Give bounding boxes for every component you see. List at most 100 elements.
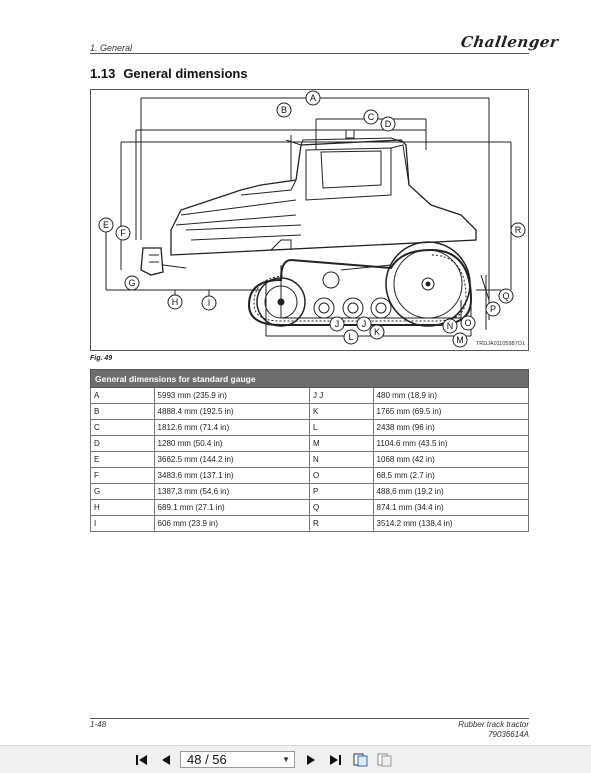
figure-caption: Fig. 49: [90, 355, 113, 362]
callout-f: F: [115, 225, 131, 241]
footer-divider: [90, 718, 529, 719]
dimension-value: 1068 mm (42 in): [372, 451, 530, 468]
dimension-value: 488,6 mm (19,2 in): [372, 483, 530, 500]
callout-d: D: [380, 116, 396, 132]
dimension-value: 3483.6 mm (137.1 in): [153, 467, 310, 484]
svg-text:A: A: [310, 93, 316, 103]
prev-page-icon[interactable]: [158, 753, 174, 767]
dimension-value: 5993 mm (235.9 in): [153, 387, 310, 404]
dimension-key: L: [308, 419, 374, 436]
callout-p: P: [485, 301, 501, 317]
callout-e: E: [98, 217, 114, 233]
dimension-key: P: [308, 483, 374, 500]
svg-text:K: K: [374, 327, 380, 337]
callout-b: B: [276, 102, 292, 118]
svg-text:R: R: [515, 225, 522, 235]
first-page-icon[interactable]: [134, 753, 150, 767]
svg-text:I: I: [208, 298, 211, 308]
callout-g: G: [124, 275, 140, 291]
dimension-value: 4888.4 mm (192.5 in): [153, 403, 310, 420]
dimension-value: 689.1 mm (27.1 in): [153, 499, 310, 516]
dimension-key: E: [90, 451, 155, 468]
dimension-value: 1387,3 mm (54,6 in): [153, 483, 310, 500]
svg-text:C: C: [368, 112, 375, 122]
svg-text:P: P: [490, 304, 496, 314]
next-page-icon[interactable]: [303, 753, 319, 767]
svg-text:J: J: [362, 319, 367, 329]
callout-k: K: [369, 324, 385, 340]
dimension-key: C: [90, 419, 155, 436]
dimension-key: M: [308, 435, 374, 452]
tractor-drawing: A B C D E F G H I J J K L M N O P Q R: [98, 90, 526, 348]
fit-page-icon[interactable]: [353, 753, 369, 767]
svg-text:D: D: [385, 119, 392, 129]
svg-text:L: L: [348, 332, 353, 342]
dimension-key: Q: [308, 499, 374, 516]
dimension-key: H: [90, 499, 155, 516]
dimension-value: 68.5 mm (2.7 in): [372, 467, 530, 484]
callout-o: O: [460, 315, 476, 331]
footer-product-info: Rubber track tractor 79036614A: [458, 720, 529, 740]
dimension-value: 874.1 mm (34.4 in): [372, 499, 530, 516]
dimension-value: 3514.2 mm (138,4 in): [372, 515, 530, 532]
dimension-value: 480 mm (18.9 in): [372, 387, 530, 404]
svg-text:B: B: [281, 105, 287, 115]
dimension-key: J J: [308, 387, 374, 404]
viewer-toolbar: 48 / 56 ▼: [0, 745, 591, 773]
callout-n: N: [442, 318, 458, 334]
dimension-value: 1765 mm (69.5 in): [372, 403, 530, 420]
dimension-key: B: [90, 403, 155, 420]
callout-i: I: [201, 295, 217, 311]
svg-text:J: J: [335, 319, 340, 329]
dimension-key: A: [90, 387, 155, 404]
dimension-key: I: [90, 515, 155, 532]
svg-text:Q: Q: [502, 291, 509, 301]
product-name: Rubber track tractor: [458, 720, 529, 729]
svg-text:H: H: [172, 297, 179, 307]
dimension-value: 3662.5 mm (144.2 in): [153, 451, 310, 468]
heading-number: 1.13: [90, 66, 116, 81]
svg-text:N: N: [447, 321, 454, 331]
callout-j-right: J: [356, 316, 372, 332]
tractor-dimension-figure: A B C D E F G H I J J K L M N O P Q R TR: [90, 89, 529, 351]
page-display: 48 / 56: [187, 752, 227, 767]
dimension-key: K: [308, 403, 374, 420]
dimension-key: G: [90, 483, 155, 500]
section-header: 1. General: [90, 43, 133, 53]
dimension-value: 2438 mm (96 in): [372, 419, 530, 436]
header-divider: [90, 53, 529, 54]
dimension-value: 1280 mm (50.4 in): [153, 435, 310, 452]
page-number: 1-48: [90, 720, 107, 729]
dimension-key: O: [308, 467, 374, 484]
dimension-value: 1812.6 mm (71.4 in): [153, 419, 310, 436]
brand-logo: Challenger: [459, 33, 560, 51]
svg-text:O: O: [464, 318, 471, 328]
figure-code: TRDJA01105987O1: [475, 341, 525, 347]
heading-title: General dimensions: [123, 66, 248, 81]
svg-text:F: F: [120, 228, 126, 238]
page-selector[interactable]: 48 / 56 ▼: [180, 751, 295, 768]
dimension-value: 1104.6 mm (43.5 in): [372, 435, 530, 452]
dimension-key: D: [90, 435, 155, 452]
callout-j-left: J: [329, 316, 345, 332]
fit-width-icon[interactable]: [377, 753, 393, 767]
document-number: 79036614A: [488, 730, 529, 739]
svg-text:M: M: [456, 335, 464, 345]
svg-text:E: E: [103, 220, 109, 230]
callout-l: L: [343, 329, 359, 345]
last-page-icon[interactable]: [327, 753, 343, 767]
callout-m: M: [452, 332, 468, 348]
callout-q: Q: [498, 288, 514, 304]
dimension-value: 606 mm (23.9 in): [153, 515, 310, 532]
callout-c: C: [363, 109, 379, 125]
